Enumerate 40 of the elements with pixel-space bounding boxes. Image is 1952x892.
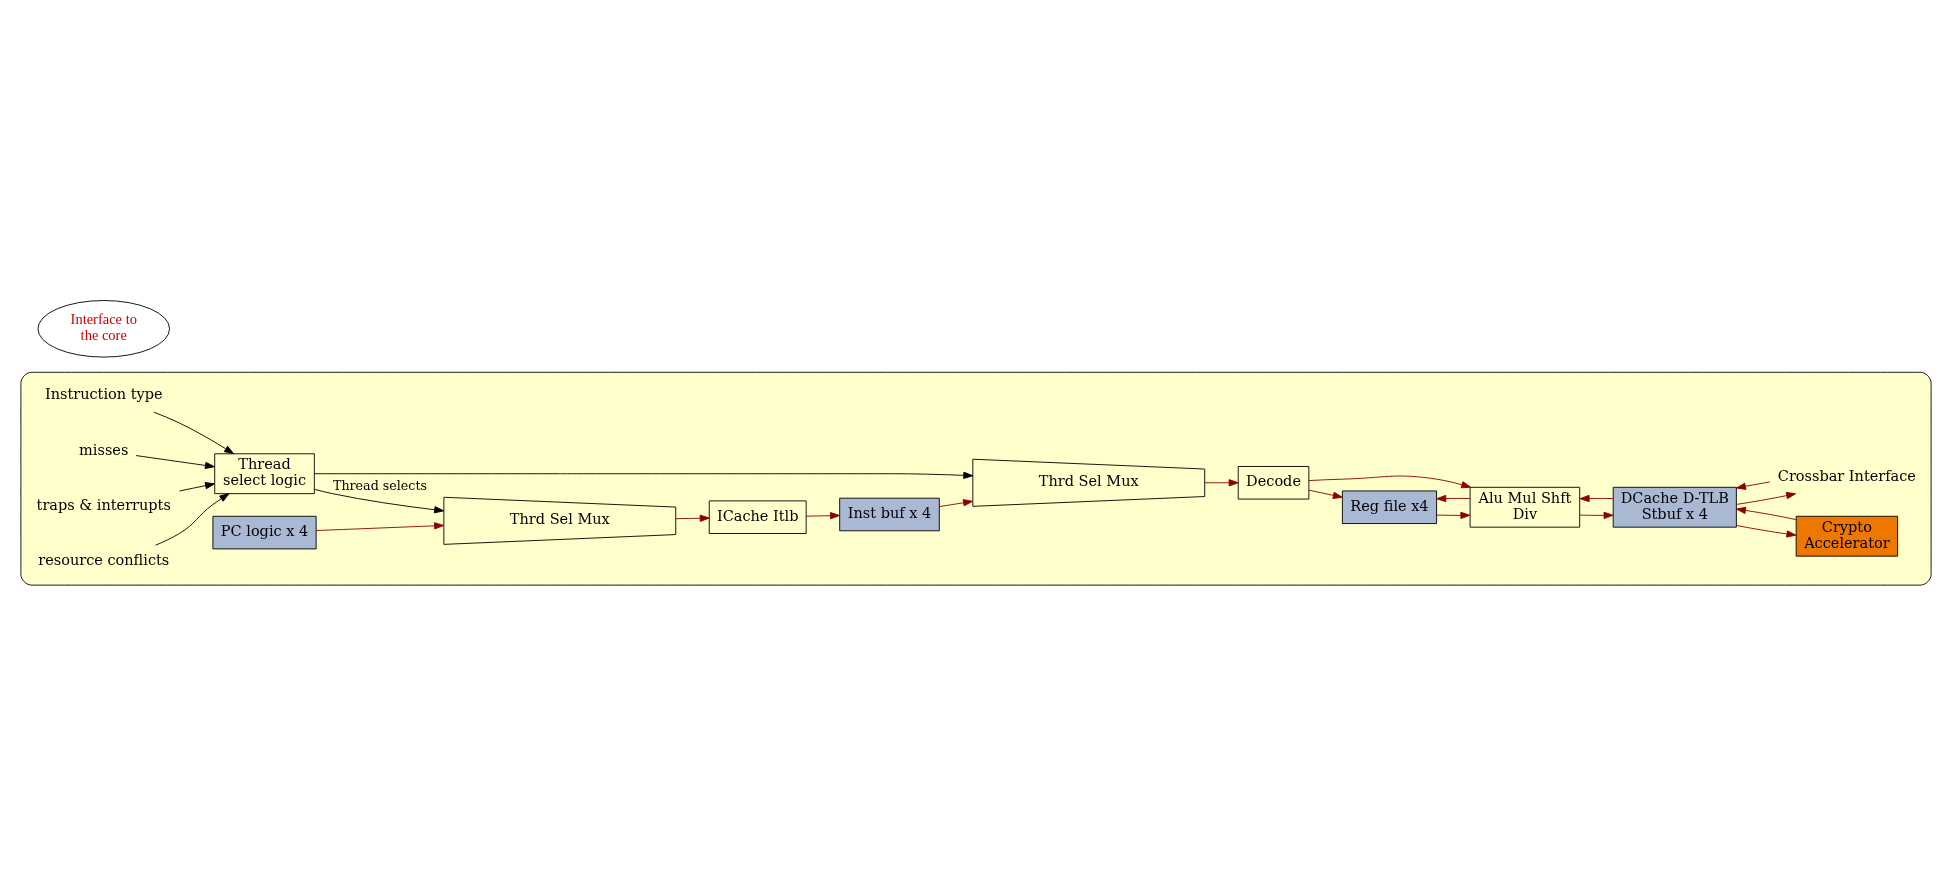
arrow: [314, 488, 445, 513]
arrow: [1308, 475, 1472, 488]
cluster: [20, 371, 1932, 586]
node-text: misses: [79, 441, 129, 458]
node-box: Thread select logic: [214, 452, 315, 494]
arrow: [315, 521, 445, 531]
arrow: [314, 471, 974, 479]
arrow: [155, 492, 230, 546]
node-box: Reg file x4: [1341, 489, 1438, 524]
arrow: [1579, 494, 1614, 502]
node-box: Alu Mul Shft Div: [1469, 486, 1581, 528]
arrow: [939, 498, 973, 507]
arrow: [1736, 524, 1797, 538]
arrow: [1436, 511, 1471, 519]
node-box: Thrd Sel Mux: [972, 458, 1206, 507]
edge-label: Thread selects: [332, 477, 428, 493]
node-box: Inst buf x 4: [839, 497, 940, 531]
arrow: [1308, 489, 1343, 499]
arrow: [179, 481, 216, 491]
arrow: [675, 514, 710, 522]
node-box: ICache Itlb: [708, 499, 807, 534]
node-box: DCache D-TLB Stbuf x 4: [1612, 486, 1737, 528]
node-text: traps & interrupts: [36, 496, 171, 513]
arrow: [1204, 478, 1239, 486]
arrow: [1436, 494, 1471, 502]
node-box: PC logic x 4: [212, 515, 317, 549]
arrow: [1736, 491, 1797, 505]
node-box: Crypto Accelerator: [1795, 515, 1899, 557]
arrow: [1736, 506, 1797, 520]
node-box: Thrd Sel Mux: [443, 496, 677, 545]
node-text: resource conflicts: [38, 551, 170, 568]
arrow: [153, 411, 235, 454]
arrow: [135, 454, 215, 469]
node-box: Decode: [1237, 465, 1310, 500]
arrow: [1736, 481, 1771, 490]
arrow: [1579, 511, 1614, 519]
node-text: Instruction type: [44, 385, 163, 402]
arrow: [805, 511, 841, 519]
node-ellipse: Interface to the core: [37, 299, 171, 358]
node-text: Crossbar Interface: [1777, 467, 1916, 484]
